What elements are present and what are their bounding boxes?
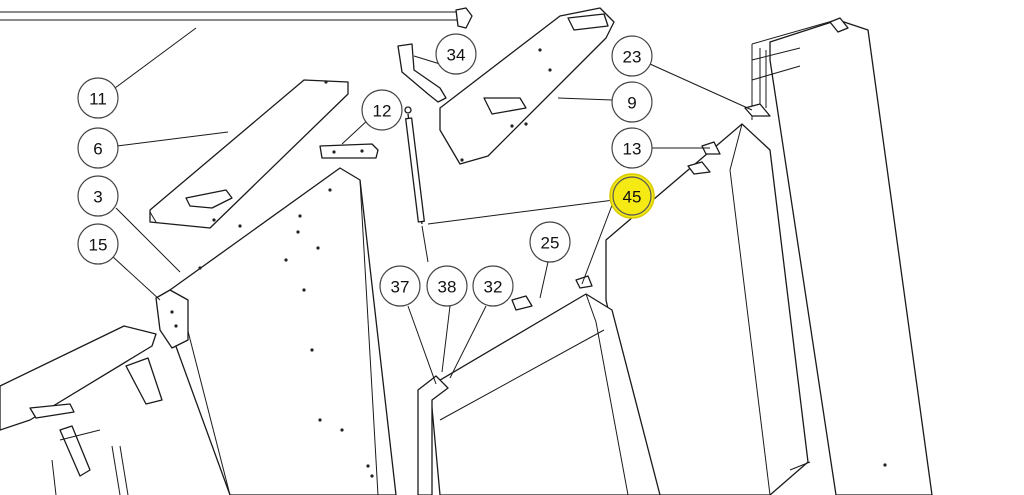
callout-3: 3 <box>77 175 119 217</box>
small-bracket <box>319 143 379 159</box>
callout-34: 34 <box>435 33 477 75</box>
callout-25: 25 <box>529 221 571 263</box>
hinge-bracket <box>155 289 189 349</box>
callout-23: 23 <box>611 35 653 77</box>
callout-6: 6 <box>77 127 119 169</box>
callout-45-highlight <box>609 173 655 219</box>
gas-strut <box>404 106 429 263</box>
callout-11: 11 <box>77 77 119 119</box>
callout-15: 15 <box>77 223 119 265</box>
callout-23-label: 23 <box>623 48 642 67</box>
callout-12-label: 12 <box>373 102 392 121</box>
callout-12: 12 <box>361 89 403 131</box>
right-back-panel <box>751 17 933 495</box>
top-left-plate <box>149 79 349 229</box>
callout-34-label: 34 <box>447 46 466 65</box>
leader-lines <box>111 27 753 385</box>
callout-15-label: 15 <box>89 236 108 255</box>
callout-45-highlighted: 45 <box>609 173 655 219</box>
bent-bracket <box>397 43 447 103</box>
callout-13-label: 13 <box>623 140 642 159</box>
callout-38-label: 38 <box>438 278 457 297</box>
callout-32-label: 32 <box>484 278 503 297</box>
callout-9: 9 <box>611 81 653 123</box>
rod-part <box>0 7 473 29</box>
front-lower-panel <box>417 275 661 495</box>
callout-13: 13 <box>611 127 653 169</box>
callout-9-label: 9 <box>627 94 636 113</box>
callout-38: 38 <box>426 265 468 307</box>
callout-25-label: 25 <box>541 234 560 253</box>
callout-3-label: 3 <box>93 188 102 207</box>
callout-45-label: 45 <box>623 188 642 207</box>
right-middle-panel <box>605 103 811 495</box>
callout-11-label: 11 <box>89 90 107 109</box>
callout-32: 32 <box>472 265 514 307</box>
callout-37: 37 <box>379 265 421 307</box>
lower-left-assembly <box>0 325 163 495</box>
callout-6-label: 6 <box>93 140 102 159</box>
callout-37-label: 37 <box>391 278 410 297</box>
upper-right-plate <box>439 7 615 165</box>
